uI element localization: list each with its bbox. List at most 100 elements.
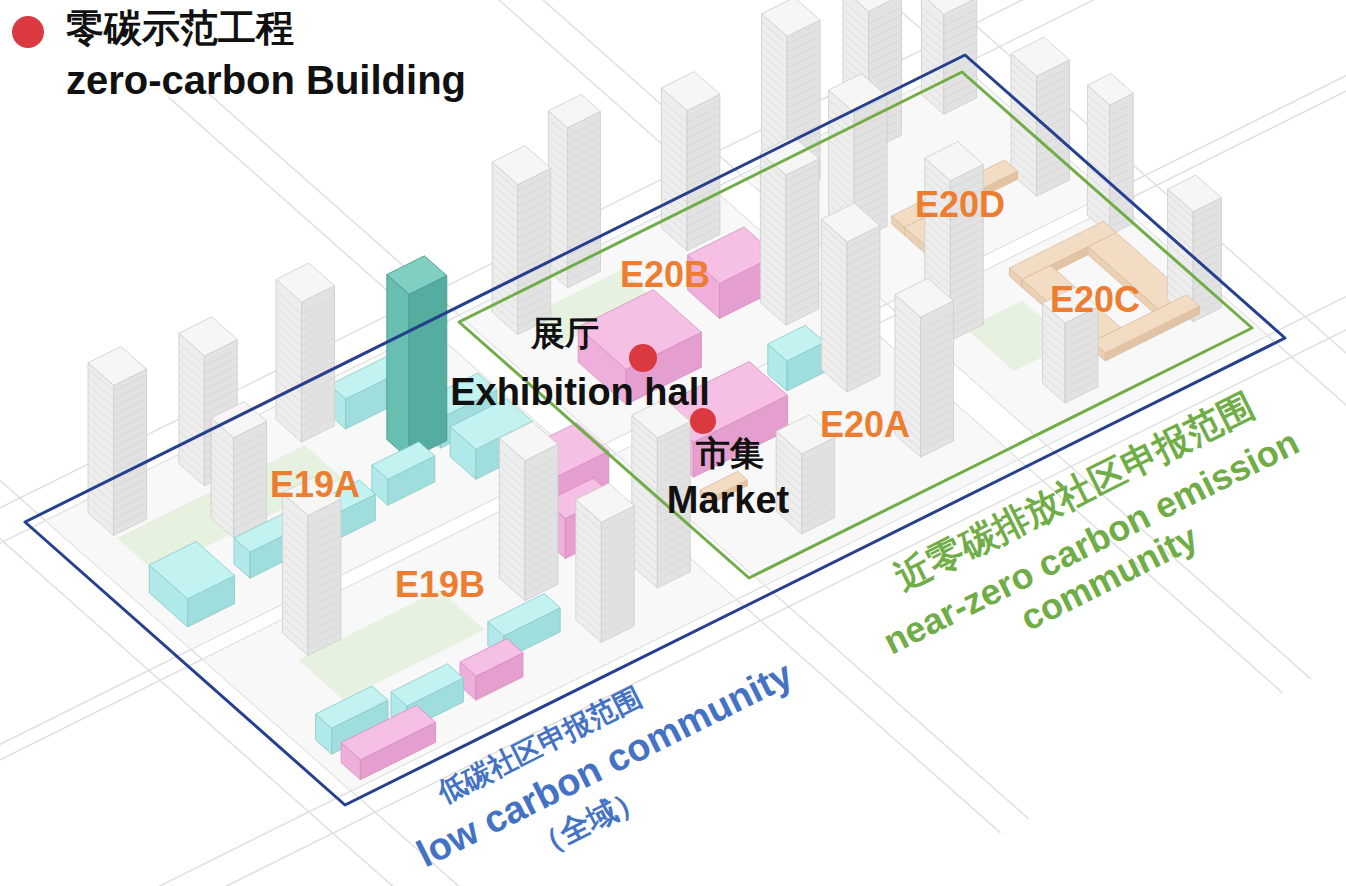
building-roof (925, 142, 984, 181)
building (1087, 74, 1133, 236)
block-label: E20B (620, 257, 710, 293)
block-label: E19B (395, 567, 485, 603)
building-roof (460, 639, 523, 677)
building-roof (88, 347, 147, 386)
building-face (632, 415, 658, 588)
building-roof (391, 664, 463, 706)
window-lines (499, 450, 558, 593)
building-roof (1168, 175, 1222, 212)
window-lines (1168, 195, 1222, 314)
building-face (1037, 60, 1070, 196)
window-lines (661, 100, 720, 243)
building (499, 422, 558, 601)
building-roof (341, 705, 435, 759)
region: 低碳社区申报范围low carbon community（全域）近零碳排放社区申… (25, 55, 1285, 807)
building (1168, 175, 1222, 322)
building-face (114, 369, 147, 535)
building (460, 639, 523, 701)
zero-carbon-marker (629, 344, 657, 372)
building-label: 展厅 (531, 316, 599, 350)
building-face (409, 276, 447, 460)
building-face (661, 88, 687, 251)
building-layer (88, 0, 1221, 780)
building-roof (821, 203, 880, 242)
building (492, 146, 551, 335)
building-label: 市集 (696, 436, 764, 470)
building-face (576, 500, 602, 643)
region-outline (25, 55, 1285, 807)
building-face (760, 153, 786, 326)
building-face (387, 275, 409, 460)
building (387, 256, 447, 459)
building-roof (149, 542, 234, 599)
building-roof (921, 0, 976, 14)
building (576, 483, 635, 642)
building-face (88, 363, 114, 536)
legend-text: 零碳示范工程 (66, 8, 294, 50)
building-face (601, 506, 634, 642)
window-lines (276, 291, 335, 434)
building (372, 442, 435, 506)
building-roof (492, 146, 551, 185)
building-label: Exhibition hall (450, 373, 710, 411)
window-lines (211, 430, 266, 530)
building-roof (316, 686, 388, 728)
building-roof (768, 325, 825, 361)
window-lines (282, 505, 341, 648)
window-lines (1043, 311, 1098, 395)
window-lines (760, 159, 819, 318)
window-lines (821, 225, 880, 384)
building-roof (762, 0, 821, 36)
building-roof (179, 317, 238, 356)
building-face (847, 226, 880, 392)
block-label: E20D (915, 187, 1005, 223)
window-lines (88, 369, 147, 528)
building-label: Market (667, 481, 790, 519)
building-roof (661, 72, 720, 111)
legend-swatch (12, 16, 44, 48)
building-face (276, 279, 302, 442)
block-label: E20A (820, 407, 910, 443)
road-edge (479, 0, 1311, 679)
region-border (25, 55, 1285, 805)
zero-carbon-marker (690, 408, 716, 434)
building-face (518, 168, 551, 334)
building (211, 402, 266, 538)
building-face (499, 438, 525, 601)
building-face (821, 219, 847, 392)
building-face (492, 162, 518, 335)
building (760, 136, 819, 325)
building-roof (895, 278, 954, 317)
building (282, 476, 341, 655)
building-face (179, 333, 205, 486)
block-label: E20C (1050, 282, 1140, 318)
block-label: E19A (270, 467, 360, 503)
building-roof (276, 263, 335, 302)
building (661, 72, 720, 251)
building (821, 203, 880, 392)
building-roof (488, 594, 560, 636)
building-roof (372, 442, 435, 480)
legend-text: zero-carbon Building (66, 58, 466, 102)
building (88, 347, 147, 536)
window-lines (576, 508, 635, 635)
building (149, 542, 234, 627)
building-roof (548, 95, 600, 128)
building-roof (1011, 37, 1070, 76)
building-roof (387, 256, 447, 294)
building-roof (576, 483, 635, 522)
building-face (786, 159, 819, 325)
window-lines (1087, 95, 1133, 227)
building-roof (843, 0, 902, 12)
building (276, 263, 335, 442)
building-roof (499, 422, 558, 461)
building (1011, 37, 1070, 196)
